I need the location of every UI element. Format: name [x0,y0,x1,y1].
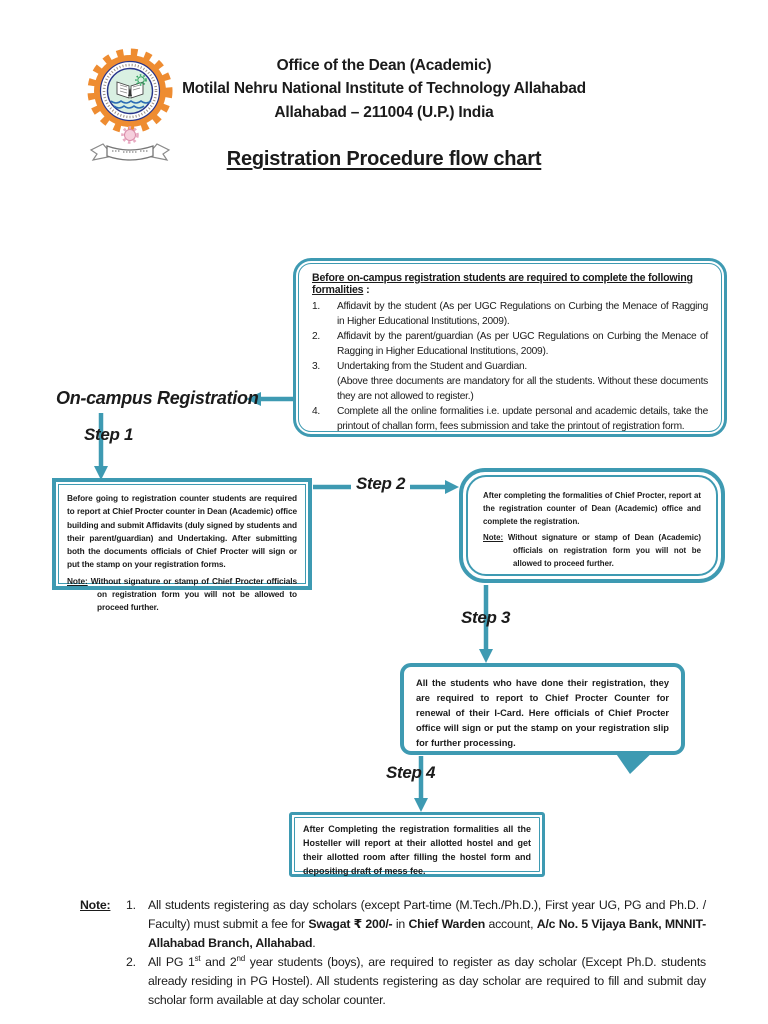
arrowhead-left-icon [246,392,261,406]
step4-text: After Completing the registration formal… [294,817,540,876]
page-title: Registration Procedure flow chart [226,148,542,170]
step2-box: After completing the formalities of Chie… [459,468,725,583]
step1-text: Before going to registration counter stu… [67,493,297,570]
step1-label: Step 1 [84,425,134,444]
step4-box: After Completing the registration formal… [289,812,545,877]
arrowhead-down-icon [94,466,108,480]
arrowhead-right-icon [445,480,459,494]
formalities-item3-text: Undertaking from the Student and Guardia… [337,360,708,405]
arrowhead-down-icon [414,798,428,812]
letterhead-office: Office of the Dean (Academic) [276,57,492,74]
step1-note: Note: Without signature or stamp of Chie… [67,575,297,613]
formalities-box-content: Before on-campus registration students a… [298,263,722,432]
letterhead-institute: Motilal Nehru National Institute of Tech… [182,80,586,98]
step2-note: Note: Without signature or stamp of Dean… [483,533,701,569]
step3-label: Step 3 [461,608,511,627]
letterhead-address: Allahabad – 211004 (U.P.) India [274,103,494,121]
note-item-1-text: All students registering as day scholars… [148,898,706,951]
step1-box: Before going to registration counter stu… [52,478,312,612]
step2-label: Step 2 [351,474,411,494]
step1-box-content: Before going to registration counter stu… [58,484,306,612]
footer-note: Note: 1. All students registering as day… [80,896,706,1010]
formalities-item: 4. Complete all the online formalities i… [312,405,708,432]
oncampus-registration-label: On-campus Registration [56,388,259,408]
step2-box-content: After completing the formalities of Chie… [466,475,718,576]
note-item-2: 2. All PG 1st and 2nd year students (boy… [126,953,706,1010]
formalities-box: Before on-campus registration students a… [293,258,727,437]
note-item-2-text: All PG 1st and 2nd year students (boys),… [148,954,706,1008]
step3-box: All the students who have done their reg… [400,663,685,755]
step3-text: All the students who have done their reg… [416,678,669,749]
formalities-item3-note: (Above three documents are mandatory for… [337,375,708,402]
letterhead: Office of the Dean (Academic) Motilal Ne… [0,54,768,124]
step4-label: Step 4 [386,763,436,782]
note-items: 1. All students registering as day schol… [126,896,706,1010]
arrowhead-down-icon [479,649,493,663]
note-item-1: 1. All students registering as day schol… [126,896,706,953]
institute-logo-icon [87,48,173,161]
step2-text: After completing the formalities of Chie… [483,491,701,527]
formalities-item: 1. Affidavit by the student (As per UGC … [312,301,708,327]
formalities-item: 3. Undertaking from the Student and Guar… [312,360,708,405]
formalities-item: 2. Affidavit by the parent/guardian (As … [312,330,708,357]
note-label: Note: [80,898,111,912]
formalities-heading: Before on-campus registration students a… [312,272,693,296]
